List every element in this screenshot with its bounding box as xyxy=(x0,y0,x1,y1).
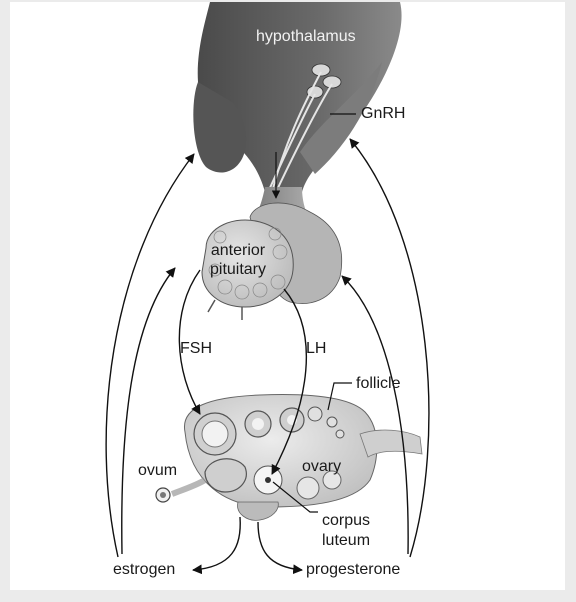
diagram-illustration xyxy=(10,2,565,590)
pituitary-label: pituitary xyxy=(203,261,273,279)
estrogen-label: estrogen xyxy=(113,561,175,579)
follicle-label: follicle xyxy=(356,375,400,393)
ovum-label: ovum xyxy=(138,462,177,480)
ovary-illustration xyxy=(156,395,422,521)
progesterone-production-arrow xyxy=(258,522,302,570)
anterior-label: anterior xyxy=(203,242,273,260)
progesterone-label: progesterone xyxy=(306,561,400,579)
ovary-label: ovary xyxy=(302,458,341,476)
progesterone-feedback-hypothalamus-arrow xyxy=(350,139,429,557)
corpus-label: corpus xyxy=(322,512,370,530)
estrogen-production-arrow xyxy=(193,517,240,570)
hypothalamus-label: hypothalamus xyxy=(256,28,356,46)
estrogen-feedback-pituitary-arrow xyxy=(122,268,175,554)
lh-label: LH xyxy=(306,340,326,358)
figure-panel: hypothalamus GnRH anterior pituitary FSH… xyxy=(10,2,565,590)
luteum-label: luteum xyxy=(322,532,370,550)
gnrh-label: GnRH xyxy=(361,105,405,123)
fsh-label: FSH xyxy=(180,340,212,358)
